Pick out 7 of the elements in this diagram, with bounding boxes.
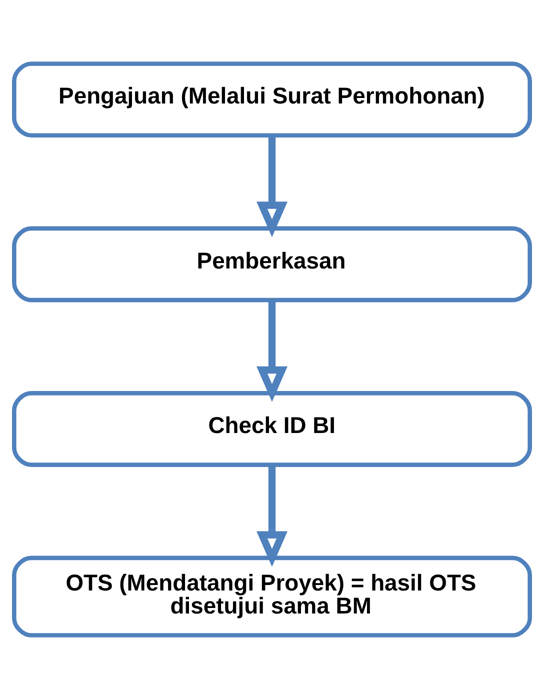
arrow: [256, 464, 288, 566]
node-box: Check ID BI: [12, 390, 532, 466]
arrow: [256, 135, 288, 237]
node-box: Pemberkasan: [12, 226, 532, 302]
node-box: OTS (Mendatangi Proyek) = hasil OTS disetujui sama BM: [12, 555, 532, 637]
node-box: Pengajuan (Melalui Surat Permohonan): [12, 61, 532, 137]
arrow: [256, 300, 288, 402]
